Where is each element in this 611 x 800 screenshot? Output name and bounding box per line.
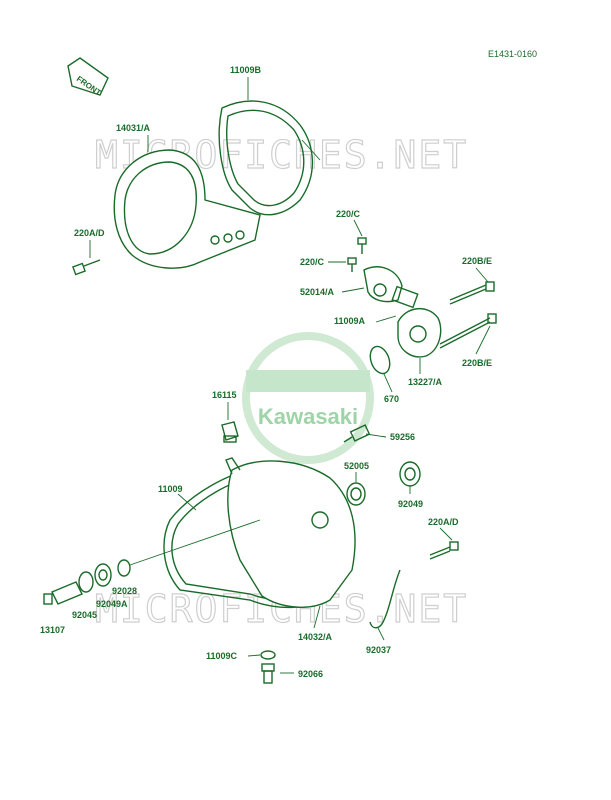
bolt-220be-b bbox=[439, 313, 497, 349]
seal-92049 bbox=[399, 461, 421, 487]
label-92049: 92049 bbox=[398, 499, 423, 509]
bolt-220c-b bbox=[347, 257, 357, 272]
bolt-220c-a bbox=[357, 237, 367, 254]
leader-lines bbox=[89, 77, 491, 674]
bolt-220be-a bbox=[449, 281, 495, 305]
label-220ad-bottom: 220A/D bbox=[428, 517, 459, 527]
label-220c-a: 220/C bbox=[336, 209, 361, 219]
seal-52005 bbox=[346, 482, 366, 506]
label-14031a: 14031/A bbox=[116, 123, 151, 133]
cap-16115 bbox=[221, 421, 239, 443]
label-11009: 11009 bbox=[158, 484, 183, 494]
label-11009c: 11009C bbox=[206, 651, 238, 661]
bolt-13107 bbox=[43, 581, 83, 605]
gasket-11009b bbox=[218, 100, 321, 216]
diagram-code: E1431-0160 bbox=[488, 49, 537, 59]
label-220c-b: 220/C bbox=[300, 257, 325, 267]
bearing-92049a bbox=[94, 563, 112, 587]
gasket-11009a bbox=[391, 285, 419, 309]
label-52005: 52005 bbox=[344, 461, 369, 471]
label-92045: 92045 bbox=[72, 610, 97, 620]
cover-14032a bbox=[225, 457, 356, 608]
water-pipe-52014a bbox=[363, 266, 403, 303]
housing-13227a bbox=[397, 308, 442, 358]
label-92037: 92037 bbox=[366, 645, 391, 655]
plug-92066 bbox=[261, 663, 275, 684]
bolt-220ad-top bbox=[72, 259, 101, 276]
kawasaki-logo: Kawasaki bbox=[242, 332, 374, 464]
label-11009a: 11009A bbox=[334, 316, 366, 326]
bolt-220ad-bottom bbox=[429, 541, 459, 560]
washer-92028 bbox=[117, 559, 131, 577]
label-220be-b: 220B/E bbox=[462, 358, 492, 368]
label-13107: 13107 bbox=[40, 625, 65, 635]
logo-text: Kawasaki bbox=[258, 404, 358, 429]
o-ring-670 bbox=[369, 345, 391, 375]
washer-11009c bbox=[260, 650, 276, 660]
label-92028: 92028 bbox=[112, 586, 137, 596]
label-92049a: 92049A bbox=[96, 599, 128, 609]
label-220be-a: 220B/E bbox=[462, 256, 492, 266]
label-92066: 92066 bbox=[298, 669, 323, 679]
wire-92037 bbox=[369, 569, 401, 629]
label-220ad-top: 220A/D bbox=[74, 228, 105, 238]
label-59256: 59256 bbox=[390, 432, 415, 442]
label-52014a: 52014/A bbox=[300, 287, 335, 297]
label-13227a: 13227/A bbox=[408, 377, 443, 387]
label-14032a: 14032/A bbox=[298, 632, 333, 642]
washer-92045 bbox=[78, 571, 94, 593]
label-670: 670 bbox=[384, 394, 399, 404]
sensor-59256 bbox=[343, 424, 371, 443]
label-11009b: 11009B bbox=[230, 65, 262, 75]
front-arrow-label: FRONT bbox=[75, 74, 103, 97]
cover-14031a bbox=[113, 149, 261, 269]
label-16115: 16115 bbox=[212, 390, 237, 400]
front-arrow-icon: FRONT bbox=[67, 57, 109, 98]
